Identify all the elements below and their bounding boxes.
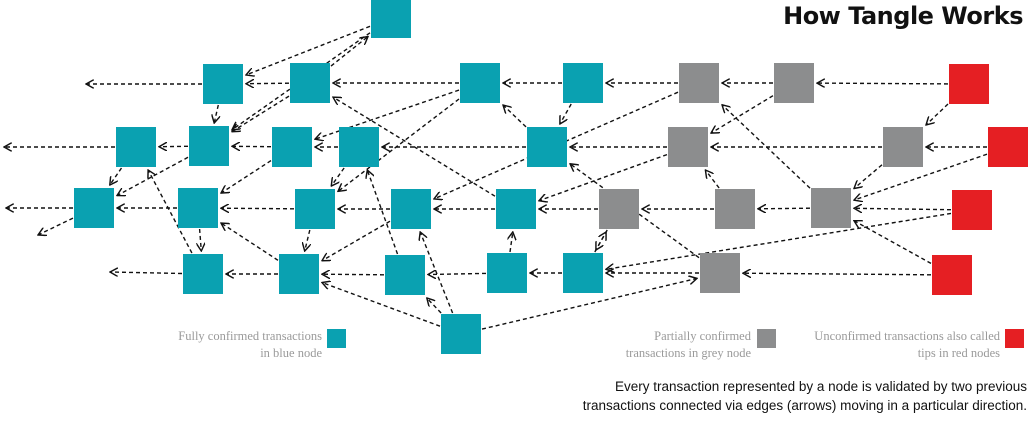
edge-arrow-r1-to-g2: [817, 83, 949, 84]
confirmed-node-e1: [183, 254, 223, 294]
partial-node-g4: [883, 127, 923, 167]
edge-arrow-b2-to-b1: [246, 83, 290, 84]
legend-partial-line1: Partially confirmed: [654, 329, 751, 343]
edge-arrow-r3-to-g7: [854, 208, 952, 209]
edge-arrow-r4-to-g8: [743, 273, 932, 275]
edge-arrow-e1-to-OUT_E: [110, 272, 183, 274]
edge-arrow-e3-to-e2: [322, 274, 385, 275]
legend-tip-line1: Unconfirmed transactions also called: [814, 329, 1000, 343]
confirmed-node-c2: [189, 126, 229, 166]
caption-line1: Every transaction represented by a node …: [615, 379, 1027, 394]
legend-confirmed-line2: in blue node: [260, 346, 322, 360]
edge-arrow-e1-to-c1: [148, 170, 193, 254]
legend-tip-label: Unconfirmed transactions also called tip…: [814, 328, 1000, 362]
confirmed-node-d5: [496, 189, 536, 229]
edge-arrow-b4-to-c5: [560, 103, 572, 124]
confirmed-node-c4: [339, 127, 379, 167]
caption-line2: transactions connected via edges (arrows…: [582, 398, 1027, 413]
legend-tip-swatch: [1005, 329, 1024, 348]
edge-arrow-r3-to-e5: [606, 212, 952, 269]
partial-node-g1: [679, 63, 719, 103]
edge-arrow-d1-to-OUT_D2: [38, 217, 74, 235]
partial-node-g6: [715, 189, 755, 229]
legend-confirmed-line1: Fully confirmed transactions: [178, 329, 322, 343]
confirmed-node-c1: [116, 127, 156, 167]
confirmed-node-b1: [203, 64, 243, 104]
confirmed-node-f1: [441, 314, 481, 354]
edge-arrow-b2-to-b_top: [330, 37, 368, 67]
tip-node-r3: [952, 190, 992, 230]
edge-arrow-c5-to-b3: [503, 105, 527, 128]
confirmed-node-d3: [295, 189, 335, 229]
edge-arrow-g3-to-d5: [539, 153, 668, 201]
tip-node-r4: [932, 255, 972, 295]
partial-node-g7: [811, 188, 851, 228]
edge-arrow-e4-to-d5: [510, 232, 513, 253]
confirmed-node-c3: [272, 127, 312, 167]
edge-arrow-d3-to-e2: [305, 229, 310, 251]
edge-arrow-b2-to-c2: [232, 95, 290, 132]
legend-confirmed-swatch: [327, 329, 346, 348]
edge-arrow-r1-to-g4: [926, 103, 949, 125]
edge-arrow-d2-to-e1: [200, 228, 202, 251]
edge-arrow-c4-to-d3: [331, 167, 345, 186]
confirmed-node-d4: [391, 189, 431, 229]
partial-node-g2: [774, 63, 814, 103]
edge-arrow-f1-to-e3: [427, 298, 442, 314]
confirmed-node-b_top: [371, 0, 411, 38]
legend-partial-label: Partially confirmed transactions in grey…: [626, 328, 751, 362]
edge-arrow-b3-to-d3: [338, 98, 460, 191]
legend-confirmed-label: Fully confirmed transactions in blue nod…: [178, 328, 322, 362]
edge-arrow-r2-to-g7: [854, 153, 988, 200]
confirmed-node-e4: [487, 253, 527, 293]
confirmed-node-e2: [279, 254, 319, 294]
edge-arrow-g4-to-g7: [854, 164, 883, 189]
edge-arrow-f1-to-d4: [420, 232, 454, 314]
confirmed-node-d1: [74, 188, 114, 228]
edge-arrow-r4-to-g7: [854, 221, 932, 265]
tip-node-r1: [949, 64, 989, 104]
edge-arrow-f1-to-g8: [481, 278, 697, 330]
confirmed-node-d2: [178, 188, 218, 228]
legend-partial-swatch: [757, 329, 776, 348]
edge-arrow-c3-to-d2: [221, 160, 272, 194]
edge-arrow-b3-to-c3: [315, 89, 460, 139]
confirmed-node-b4: [563, 63, 603, 103]
edge-arrow-g7-to-g1: [722, 105, 811, 189]
partial-node-g3: [668, 127, 708, 167]
confirmed-node-e5: [563, 253, 603, 293]
edge-arrow-d4-to-e2: [322, 220, 391, 261]
edge-arrow-c1-to-d1: [110, 167, 123, 185]
edge-arrow-b_top-to-b1: [246, 25, 371, 75]
edge-arrow-e2-to-d2: [221, 223, 279, 261]
edge-arrow-g6-to-g3: [705, 170, 720, 189]
caption: Every transaction represented by a node …: [583, 377, 1027, 415]
nodes: [74, 0, 1028, 354]
edge-arrow-g7-to-g6: [758, 208, 811, 209]
legend-tip-line2: tips in red nodes: [917, 346, 1000, 360]
edges: [4, 25, 988, 330]
edge-arrow-g2-to-g3: [711, 95, 774, 133]
edge-arrow-b1-to-c2: [214, 104, 218, 123]
legend-partial-line2: transactions in grey node: [625, 346, 751, 360]
partial-node-g8: [700, 253, 740, 293]
confirmed-node-c5: [527, 127, 567, 167]
confirmed-node-b2: [290, 63, 330, 103]
tip-node-r2: [988, 127, 1028, 167]
edge-arrow-e5-to-g5: [594, 232, 606, 253]
edge-arrow-d3-to-d2: [221, 208, 295, 209]
diagram-title: How Tangle Works: [783, 2, 1023, 30]
edge-arrow-e4-to-e3: [428, 273, 487, 274]
confirmed-node-b3: [460, 63, 500, 103]
partial-node-g5: [599, 189, 639, 229]
edge-arrow-e3-to-c4: [367, 170, 399, 255]
confirmed-node-e3: [385, 255, 425, 295]
edge-arrow-d5-to-b2: [333, 97, 496, 197]
